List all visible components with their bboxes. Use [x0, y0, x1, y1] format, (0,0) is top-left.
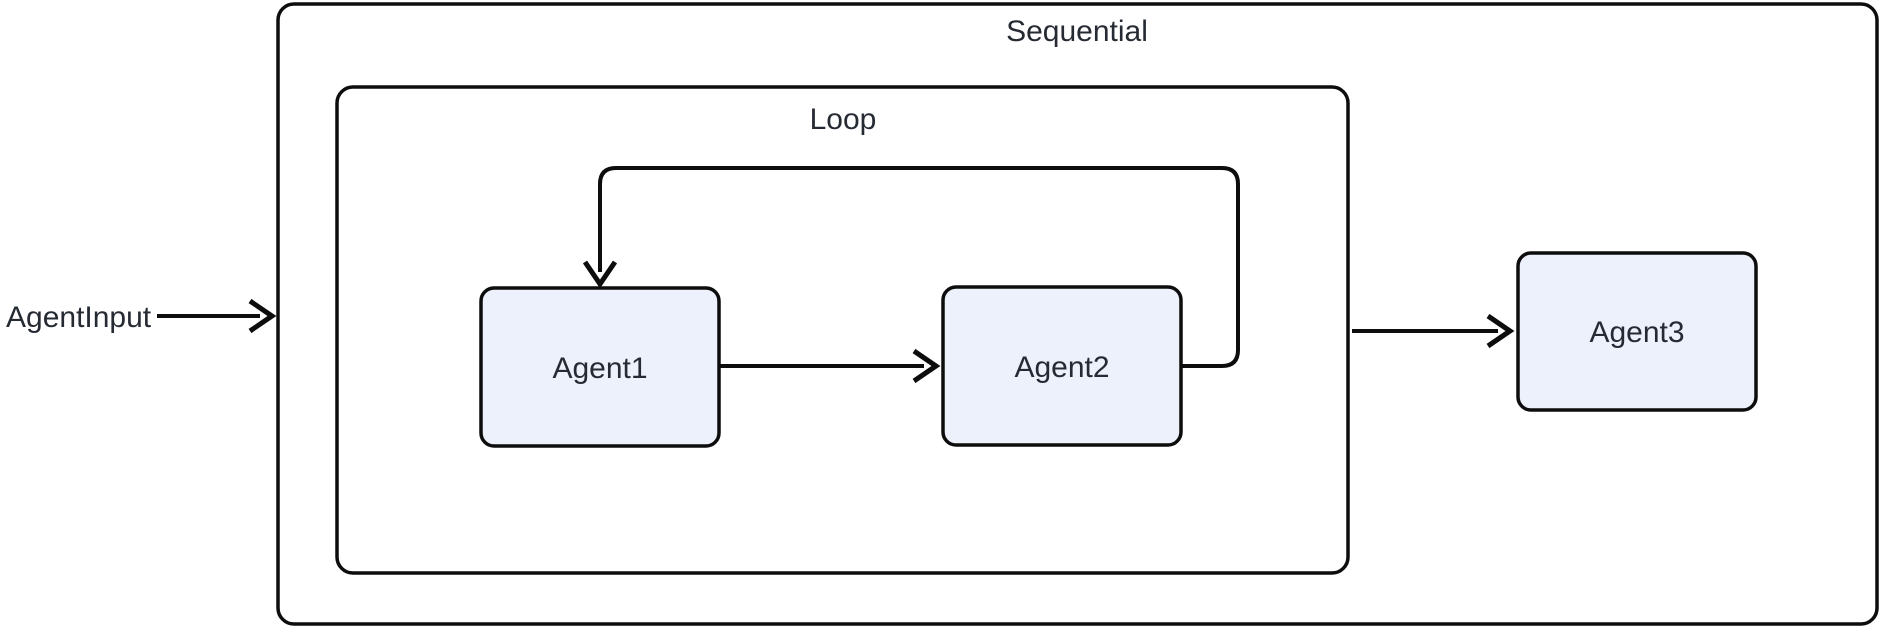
arrowhead-agent1-icon	[582, 260, 618, 289]
loop-container-box	[335, 85, 1350, 575]
node-agent3-label: Agent3	[1589, 316, 1684, 349]
agent-input-label: AgentInput	[6, 301, 152, 334]
node-agent2-label: Agent2	[1014, 351, 1109, 384]
loop-container-label: Loop	[810, 103, 877, 136]
edge-agent2-loopback-agent1	[598, 166, 1240, 368]
sequential-container-label: Sequential	[1006, 15, 1148, 48]
node-agent2-box	[941, 285, 1183, 447]
arrowhead-agentinput-icon	[248, 298, 277, 334]
arrowhead-agent3-icon	[1486, 313, 1515, 349]
node-agent1-box	[479, 286, 721, 448]
node-agent1-label: Agent1	[552, 352, 647, 385]
node-agent3-box	[1516, 251, 1758, 412]
arrowhead-agent2-icon	[912, 348, 941, 384]
sequential-container-box	[276, 2, 1879, 626]
